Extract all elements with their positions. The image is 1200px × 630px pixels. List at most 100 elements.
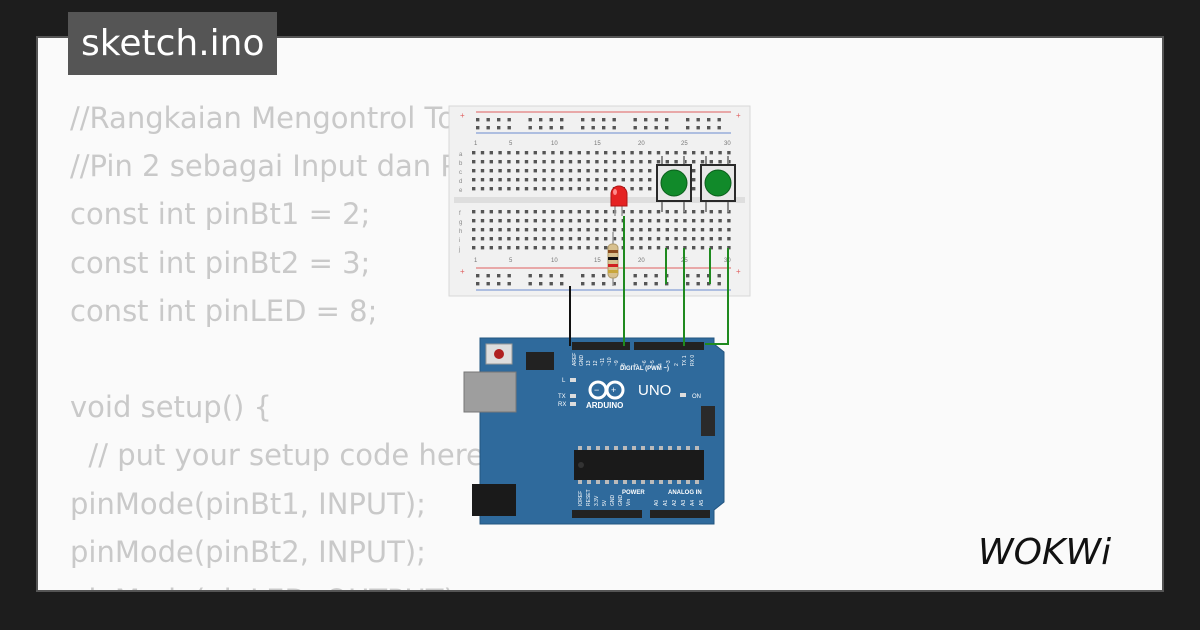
model-label: UNO [638,382,671,399]
analog-pin-label: A3 [681,500,687,506]
row-letters: a b c d e f g h i j [458,152,463,253]
push-button-2[interactable] [700,156,736,212]
led-label: RX [558,402,566,408]
code-line: const int pinBt1 = 2; [70,197,371,232]
icsp-header [526,352,554,370]
digital-header-left [572,342,630,350]
row-letter: j [458,247,460,253]
digital-pin-label: AREF [572,353,578,366]
led-label: L [562,378,566,384]
digital-header-label: DIGITAL (PWM ~) [620,366,669,372]
circuit-simulation: 1 5 10 15 20 25 30 1 5 10 15 20 25 30 a … [448,105,751,525]
digital-pin-label: 13 [586,360,592,366]
microcontroller-chip [574,446,704,484]
breadboard-holes [472,118,731,286]
code-line: pinMode(pinLED, OUTPUT); [70,576,744,590]
digital-pin-label: ~10 [607,357,613,366]
plus-rail-marker: + [460,267,465,276]
code-line: void setup() { [70,390,272,425]
usb-port [463,371,517,413]
power-pin-label: RESET [586,489,592,506]
digital-pin-label: 2 [674,363,680,366]
connection-wires [569,216,729,346]
status-leds: L TX RX [558,378,576,408]
power-pin-label: GND [618,495,624,507]
analog-label: ANALOG IN [668,490,702,496]
code-line: pinMode(pinBt2, INPUT); [70,534,426,569]
wokwi-logo-text: WOKWi [978,532,1111,573]
row-letter: b [459,161,463,167]
row-letter: h [459,229,462,235]
plus-rail-marker: + [736,267,741,276]
power-jack [472,484,516,516]
code-line: pinMode(pinBt1, INPUT); [70,486,426,521]
column-number: 5 [509,141,513,147]
column-number: 1 [474,258,478,264]
icsp-header-right [701,406,715,436]
digital-pin-label: 7 [634,363,640,366]
column-number: 20 [638,258,645,264]
breadboard: 1 5 10 15 20 25 30 1 5 10 15 20 25 30 a … [448,105,751,297]
wokwi-logo: WOKWi [978,532,1111,573]
digital-pin-label: ~9 [614,360,620,366]
plus-rail-marker: + [736,111,741,120]
column-number: 1 [474,141,478,147]
analog-pin-label: A4 [690,500,696,506]
resistor[interactable] [607,232,619,286]
digital-pin-label: 4 [658,363,664,366]
row-letter: f [459,211,461,217]
digital-pin-label: TX 1 [682,355,688,366]
code-line: const int pinLED = 8; [70,293,378,328]
column-number: 5 [509,258,513,264]
jumper-wires [665,248,711,284]
arduino-logo: − + [588,380,625,400]
power-label: POWER [622,490,645,496]
analog-pin-label: A2 [672,500,678,506]
digital-pin-label: ~5 [650,360,656,366]
analog-pin-label: A5 [699,500,705,506]
digital-pin-label: ~6 [642,360,648,366]
power-pin-label: 5V [602,499,608,506]
svg-text:+: + [611,385,616,395]
digital-header-right [634,342,704,350]
column-number: 30 [724,141,731,147]
row-letter: i [459,238,460,244]
column-number: 10 [551,258,558,264]
brand-label: ARDUINO [586,401,623,410]
column-number: 25 [681,141,688,147]
row-letter: e [459,188,463,194]
row-letter: a [459,152,463,158]
file-tab[interactable]: sketch.ino [68,12,278,75]
analog-pin-label: A0 [654,500,660,506]
digital-pin-label: ~11 [600,358,606,366]
row-letter: d [459,179,462,185]
column-number: 15 [594,141,601,147]
analog-pin-label: A1 [663,500,669,506]
analog-header [650,510,710,518]
plus-rail-marker: + [460,111,465,120]
row-letter: c [459,170,462,176]
on-label: ON [692,394,701,400]
code-line: const int pinBt2 = 3; [70,245,371,280]
svg-text:−: − [594,385,599,395]
power-pin-label: 3.3V [594,495,600,506]
column-number: 20 [638,141,645,147]
led-label: TX [558,394,566,400]
digital-pin-label: 8 [621,363,627,366]
power-pin-label: Vin [626,499,632,506]
digital-pin-label: GND [579,355,585,367]
digital-pin-label: RX 0 [690,355,696,366]
column-number: 10 [551,141,558,147]
push-button-1[interactable] [656,156,692,212]
red-led[interactable] [610,185,628,216]
row-letter: g [459,220,462,226]
digital-pin-label: ~3 [666,360,672,366]
power-header [572,510,642,518]
digital-pin-label: 12 [593,360,599,366]
power-pin-label: GND [610,495,616,507]
power-pin-label: IOREF [578,491,584,506]
